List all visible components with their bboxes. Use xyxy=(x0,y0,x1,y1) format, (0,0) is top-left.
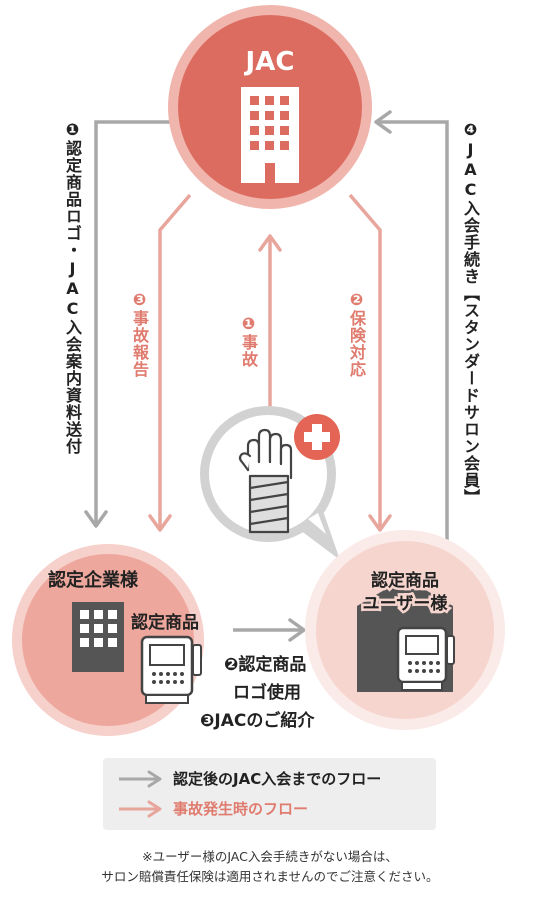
edge-e2-accident-text: 保険対応 xyxy=(347,310,366,378)
edge-e1-accident-label: ❶事故 xyxy=(236,314,260,368)
building-icon xyxy=(72,602,124,672)
edge-e2-gray-line1: ❷認定商品 xyxy=(224,654,306,675)
edge-e2-gray-line2: ロゴ使用 xyxy=(233,682,301,703)
edge-e2-accident-num: ❷ xyxy=(347,290,366,310)
gray-arrow-icon xyxy=(119,770,162,787)
accident-arrow-e1 xyxy=(258,234,282,410)
edge-e3-accident-label: ❸事故報告 xyxy=(127,290,151,378)
edge-e1-accident-num: ❶ xyxy=(239,314,258,334)
accident-arrow-icon xyxy=(119,800,162,817)
legend-label-gray-flow: 認定後のJAC入会までのフロー xyxy=(173,770,382,788)
gray-arrow-e2 xyxy=(233,618,306,642)
gray-arrow-e4 xyxy=(374,110,449,540)
gray-arrow-e1 xyxy=(84,120,172,528)
company-node: 認定企業様 認定商品 xyxy=(12,544,204,736)
legend-item-accident-flow: 事故発生時のフロー xyxy=(117,798,308,819)
edge-e1-accident-text: 事故 xyxy=(239,334,258,368)
company-label: 認定企業様 xyxy=(48,569,139,591)
edge-e1-gray-num: ❶ xyxy=(63,120,82,140)
jac-label: JAC xyxy=(244,47,295,77)
edge-e2-accident-label: ❷保険対応 xyxy=(344,290,368,378)
edge-e3-accident-text: 事故報告 xyxy=(130,310,149,378)
company-product-label: 認定商品 xyxy=(131,612,199,633)
injured-hand-icon xyxy=(238,428,293,534)
edge-e4-gray-text: JAC入会手続き【スタンダードサロン会員】 xyxy=(461,140,480,506)
user-label-line2: ユーザー様 xyxy=(363,593,449,614)
edge-e4-gray-label: ❹JAC入会手続き【スタンダードサロン会員】 xyxy=(458,120,482,506)
edge-e1-gray-label: ❶認定商品ロゴ・JAC入会案内資料送付 xyxy=(60,120,84,455)
building-icon xyxy=(241,87,299,183)
edge-e3-gray-label: ❸JACのご紹介 xyxy=(200,710,315,731)
cash-register-icon xyxy=(396,626,455,691)
accident-arrow-e3 xyxy=(148,193,192,532)
footnote-line2: サロン賠償責任保険は適用されませんのでご注意ください。 xyxy=(101,869,439,884)
injury-node xyxy=(200,406,340,560)
medical-cross-icon xyxy=(294,414,340,460)
cash-register-icon xyxy=(140,635,202,704)
jac-node: JAC xyxy=(168,5,372,209)
user-node: 認定商品 ユーザー様 xyxy=(305,530,505,730)
edge-e1-gray-text: 認定商品ロゴ・JAC入会案内資料送付 xyxy=(63,140,82,455)
user-label-line1: 認定商品 xyxy=(371,570,439,591)
edge-e3-accident-num: ❸ xyxy=(130,290,149,310)
legend: 認定後のJAC入会までのフロー 事故発生時のフロー xyxy=(103,758,436,830)
footnote-line1: ※ユーザー様のJAC入会手続きがない場合は、 xyxy=(142,849,398,864)
edge-e4-gray-num: ❹ xyxy=(461,120,480,140)
legend-label-accident-flow: 事故発生時のフロー xyxy=(173,800,309,818)
legend-item-gray-flow: 認定後のJAC入会までのフロー xyxy=(117,768,381,789)
accident-arrow-e2 xyxy=(348,193,392,532)
